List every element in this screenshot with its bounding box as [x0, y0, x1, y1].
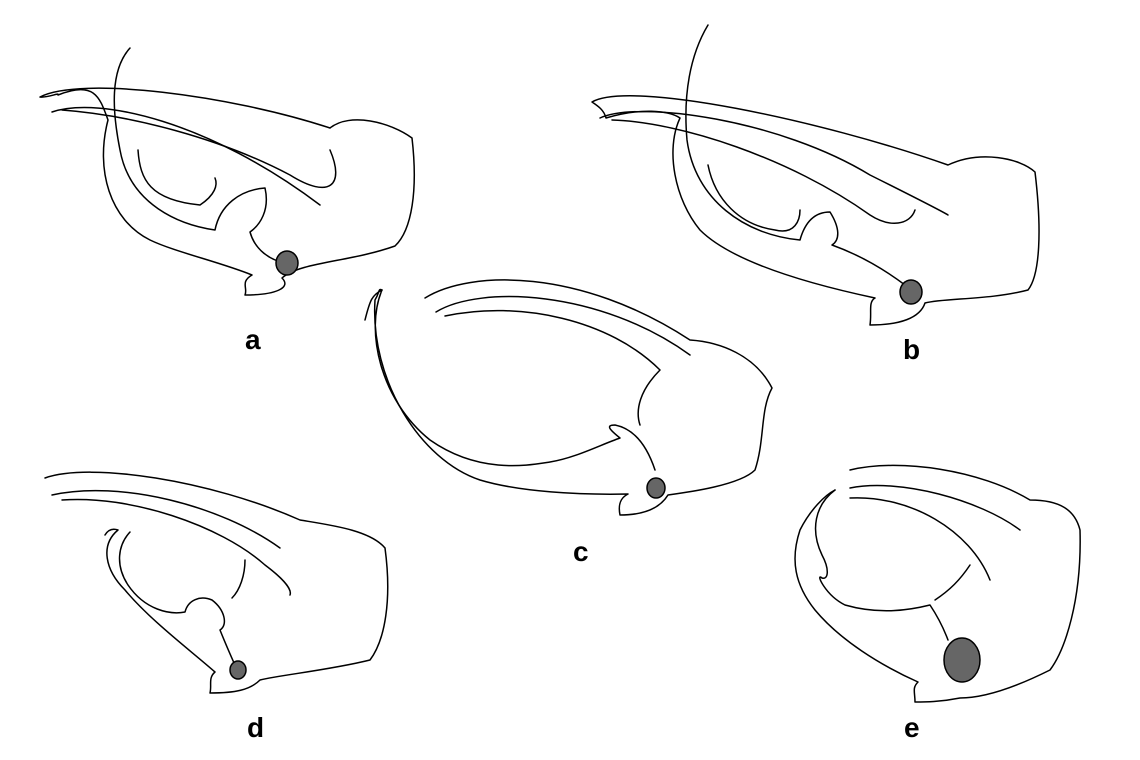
- specimen-a-process-lower: [61, 109, 337, 189]
- specimen-e-process-lower: [849, 497, 991, 581]
- specimen-d-process-upper: [51, 489, 281, 549]
- specimen-e-inner-lobe: [934, 564, 971, 601]
- specimen-d-inner-lobe: [231, 559, 246, 599]
- specimen-e-process-upper: [849, 484, 1021, 531]
- specimen-b-process-lower: [611, 119, 916, 224]
- specimen-b-inner-lobe: [707, 164, 801, 232]
- specimen-drawing-b: [591, 24, 1040, 326]
- specimen-a-inner-lobe: [137, 149, 217, 206]
- panel-label-e: e: [904, 712, 920, 743]
- specimen-a-hook: [113, 47, 286, 264]
- panel-label-c: c: [573, 536, 589, 567]
- specimen-c-dot: [646, 477, 666, 499]
- specimen-a-dot: [275, 250, 299, 276]
- panel-label-d: d: [247, 712, 265, 743]
- specimen-d-hook: [118, 531, 239, 673]
- specimen-d-body: [44, 471, 389, 694]
- specimen-b-hook: [685, 24, 906, 286]
- specimen-drawing-c: [364, 279, 773, 516]
- specimen-drawing-d: [44, 471, 389, 694]
- specimen-a-process-upper: [51, 106, 321, 206]
- specimen-e-hook: [814, 489, 949, 641]
- specimen-c-process-upper: [435, 295, 691, 356]
- specimen-drawing-e: [794, 464, 1081, 703]
- specimen-b-dot: [899, 279, 923, 305]
- panel-label-b: b: [903, 334, 921, 365]
- specimen-c-body: [364, 279, 773, 516]
- specimen-drawing-a: [39, 47, 416, 296]
- specimen-d-dot: [229, 660, 247, 680]
- specimen-e-dot: [943, 637, 981, 683]
- panel-label-a: a: [245, 324, 261, 355]
- specimen-e-body: [794, 464, 1081, 703]
- specimen-b-process-upper: [599, 110, 949, 216]
- specimen-d-process-lower: [61, 498, 292, 596]
- specimen-b-body: [591, 95, 1040, 326]
- specimen-c-process-lower: [444, 309, 661, 426]
- specimen-c-hook: [374, 289, 656, 471]
- specimen-a-body: [39, 87, 416, 296]
